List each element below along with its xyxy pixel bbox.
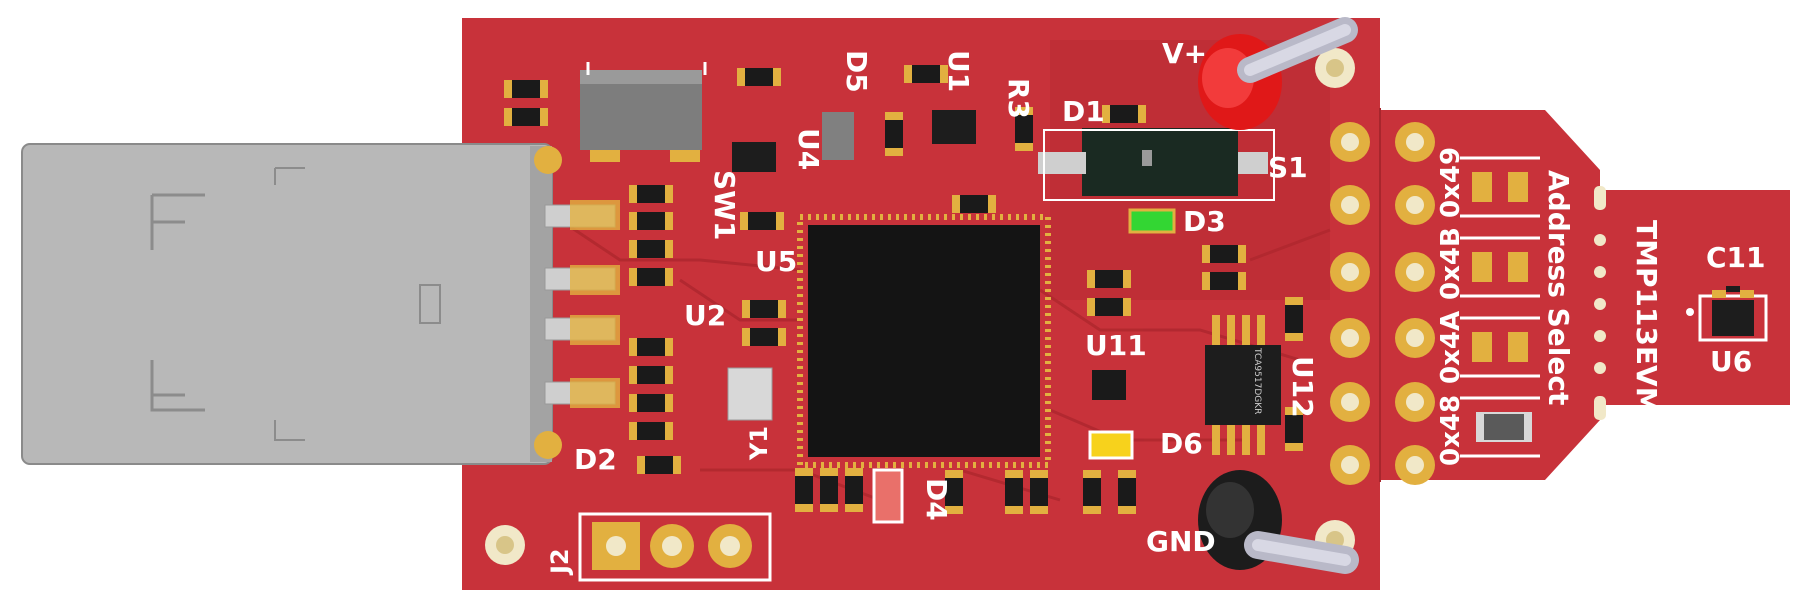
address-select-pins [1330, 122, 1435, 485]
smd-part [1087, 270, 1131, 288]
sensor-u6 [1712, 300, 1754, 336]
smd-part [904, 65, 948, 83]
terminal-gnd [1198, 470, 1359, 574]
smd-part [1030, 470, 1048, 514]
label-u1: U1 [942, 50, 975, 93]
smd-part [795, 468, 813, 512]
crystal-y1 [727, 367, 773, 421]
smd-part [637, 456, 681, 474]
smd-part [504, 80, 548, 98]
label-addr-0x4a: 0x4A [1436, 310, 1466, 384]
smd-part [629, 338, 673, 356]
smd-part [845, 468, 863, 512]
smd-part [820, 468, 838, 512]
terminal-vplus [1198, 17, 1358, 130]
switch-s1 [1082, 128, 1238, 196]
label-addr-0x48: 0x48 [1436, 394, 1466, 466]
smd-components [504, 65, 1303, 514]
label-board-name: TMP113EVM [1630, 220, 1663, 415]
diode-d5 [822, 112, 854, 160]
led-d3 [1128, 208, 1176, 234]
smd-part [1285, 297, 1303, 341]
label-u4: U4 [792, 128, 825, 171]
smd-part [504, 108, 548, 126]
label-u12: U12 [1286, 356, 1319, 418]
address-jumpers [1472, 172, 1528, 362]
label-u2: U2 [684, 299, 727, 332]
label-u11: U11 [1085, 329, 1147, 362]
smd-part [629, 268, 673, 286]
smd-part [1202, 245, 1246, 263]
smd-part [1087, 298, 1131, 316]
label-c11: C11 [1706, 241, 1766, 274]
smd-part [737, 68, 781, 86]
smd-part [885, 112, 903, 156]
led-d6 [1088, 430, 1134, 460]
label-address-select: Address Select [1542, 170, 1575, 406]
smd-part [742, 300, 786, 318]
chip-u12 [1205, 345, 1281, 425]
smd-part [740, 212, 784, 230]
u12-marking: TCA9517DGKR [1252, 348, 1262, 415]
smd-part [1015, 107, 1033, 151]
smd-part [1285, 407, 1303, 451]
header-j2 [578, 512, 772, 582]
smd-part [1083, 470, 1101, 514]
usb-connector [21, 143, 620, 465]
label-j2: J2 [546, 548, 574, 574]
label-d1: D1 [1062, 95, 1105, 128]
smd-part [1202, 272, 1246, 290]
smd-part [1118, 470, 1136, 514]
smd-part [629, 240, 673, 258]
led-d4 [872, 468, 904, 524]
label-u6: U6 [1710, 345, 1753, 378]
mcu-u5 [808, 225, 1040, 457]
smd-part [945, 470, 963, 514]
smd-part [1102, 105, 1146, 123]
chip-u4 [732, 142, 776, 172]
label-y1: Y1 [745, 425, 773, 460]
smd-part [1005, 470, 1023, 514]
smd-part [629, 212, 673, 230]
smd-part [629, 394, 673, 412]
label-addr-0x4b: 0x4B [1436, 227, 1466, 300]
label-d5: D5 [840, 50, 873, 93]
label-addr-0x49: 0x49 [1436, 146, 1466, 218]
label-gnd: GND [1146, 525, 1216, 558]
chip-u11 [1092, 370, 1126, 400]
smd-part [629, 422, 673, 440]
label-u5: U5 [755, 245, 798, 278]
label-s1: S1 [1268, 151, 1308, 184]
label-d2: D2 [574, 443, 617, 476]
label-d4: D4 [920, 478, 953, 521]
smd-part [742, 328, 786, 346]
label-sw1: SW1 [708, 170, 741, 241]
smd-part [629, 366, 673, 384]
label-d3: D3 [1183, 205, 1226, 238]
label-r3: R3 [1002, 78, 1035, 120]
smd-part [629, 185, 673, 203]
chip-u1 [932, 110, 976, 144]
smd-part [952, 195, 996, 213]
edge-vias [1594, 186, 1606, 420]
label-d6: D6 [1160, 427, 1203, 460]
label-vplus: V+ [1162, 37, 1208, 70]
